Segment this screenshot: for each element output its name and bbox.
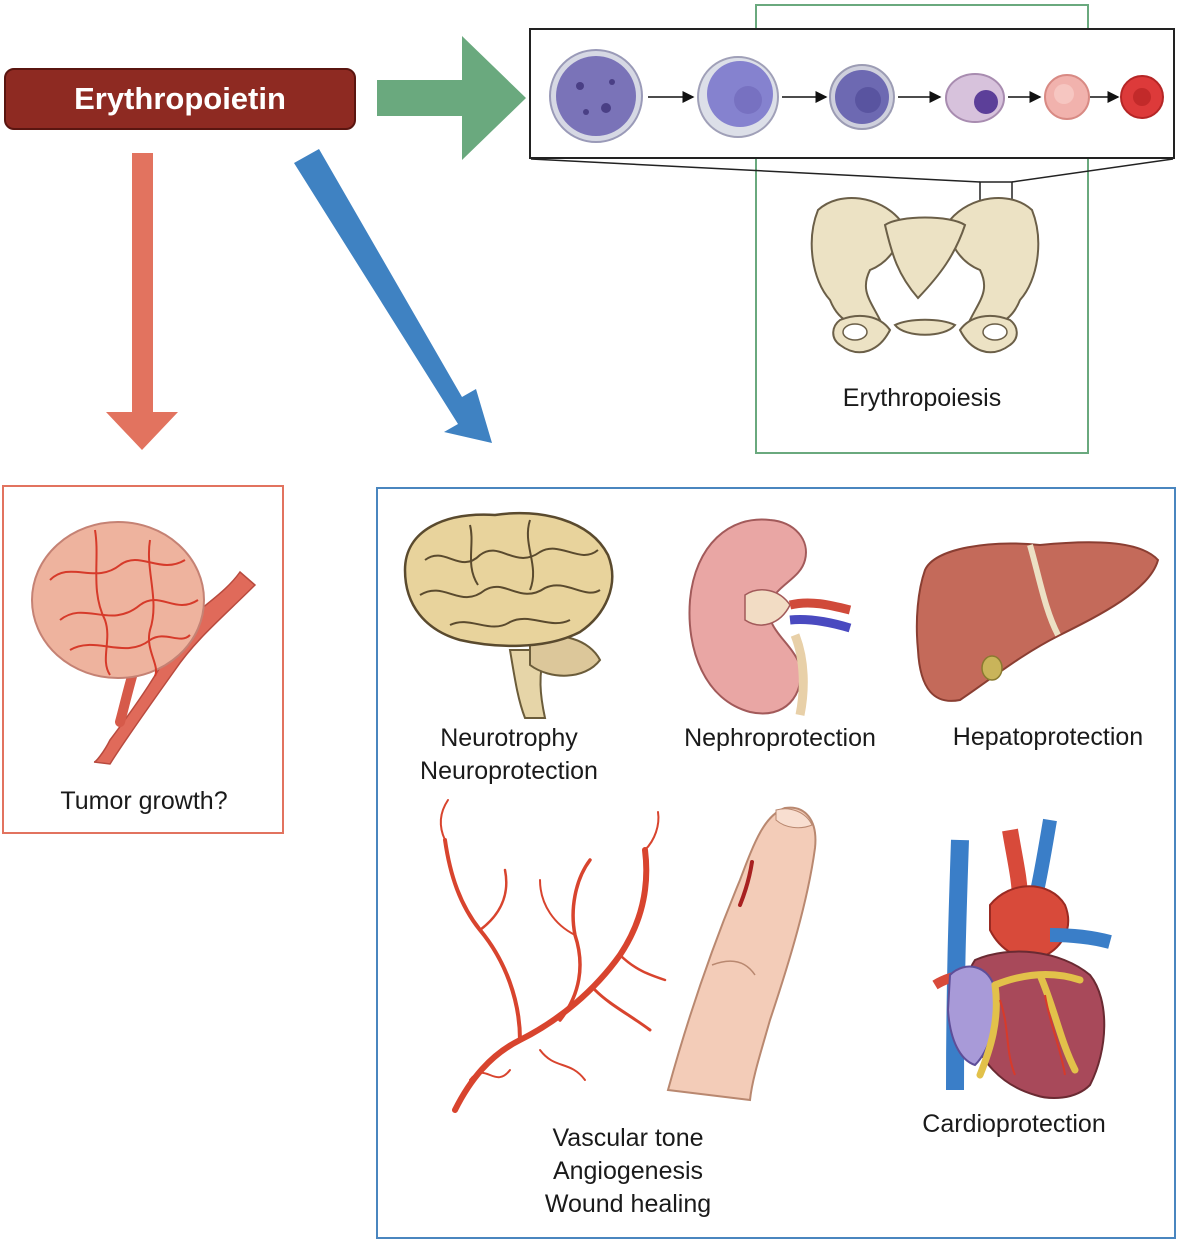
label-neuroprotection: Neuroprotection	[420, 757, 598, 785]
label-erythropoiesis: Erythropoiesis	[842, 384, 1002, 412]
label-nephroprotection: Nephroprotection	[684, 724, 876, 752]
label-neurotrophy: Neurotrophy	[440, 724, 578, 752]
organ-protection-panel	[376, 487, 1176, 1239]
erythropoietin-title: Erythropoietin	[4, 68, 356, 130]
label-angiogenesis: Angiogenesis	[552, 1157, 704, 1185]
label-hepatoprotection: Hepatoprotection	[952, 723, 1144, 751]
label-cardioprotection: Cardioprotection	[922, 1110, 1106, 1138]
tumor-panel	[2, 485, 284, 834]
label-tumor-growth: Tumor growth?	[60, 787, 228, 815]
erythropoiesis-panel	[755, 4, 1089, 454]
label-wound-healing: Wound healing	[544, 1190, 712, 1218]
label-vascular-tone: Vascular tone	[552, 1124, 704, 1152]
